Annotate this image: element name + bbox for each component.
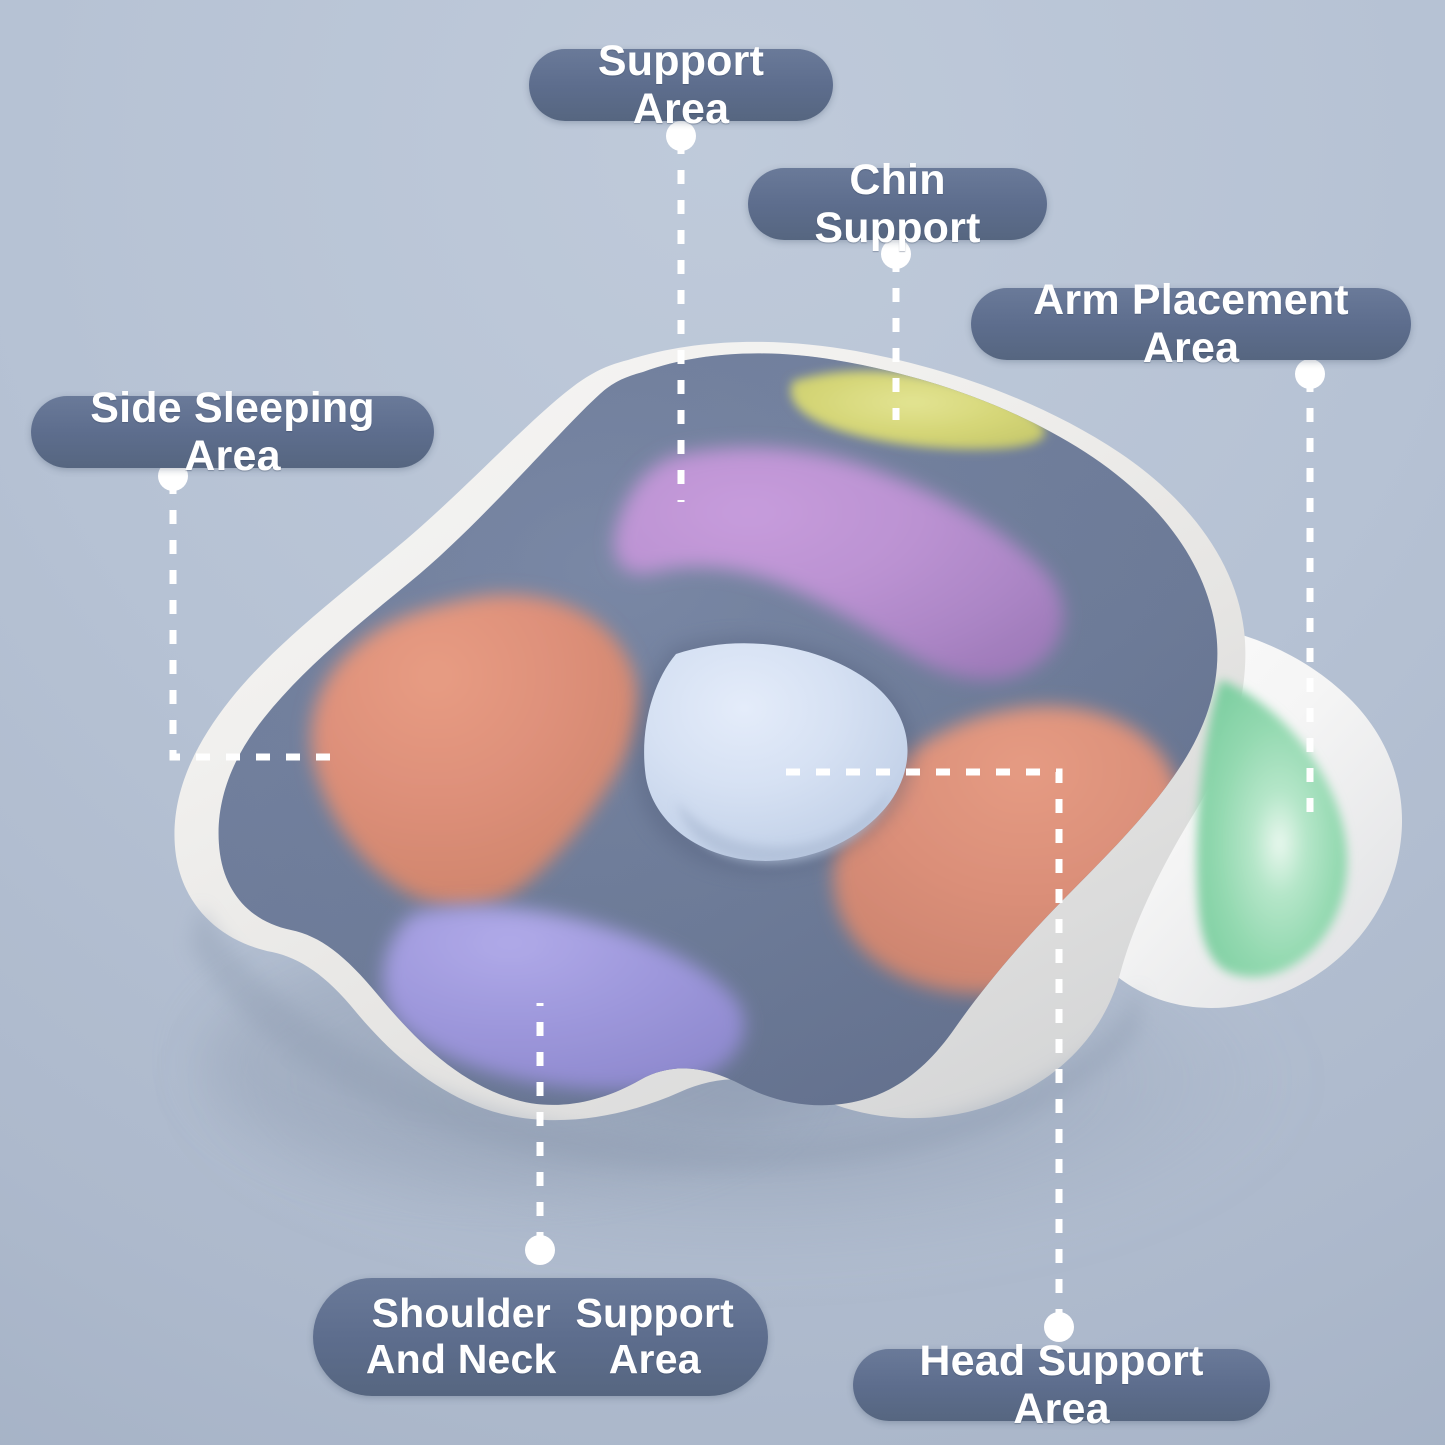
callout-label-line-2: Support Area [575, 1290, 734, 1382]
center-hollow-zone [633, 637, 915, 873]
dot-arm-placement-area [1295, 359, 1325, 389]
support-zones [310, 370, 1182, 1091]
green-wedge-zone [1196, 680, 1348, 977]
callout-label-chin-support[interactable]: Chin Support [748, 156, 1047, 252]
pillow-contact-shadow [190, 905, 1140, 1171]
dot-head-support-area [1044, 1312, 1074, 1342]
connector-dots [158, 121, 1325, 1342]
callout-label-head-support-area[interactable]: Head Support Area [853, 1337, 1270, 1433]
lavender-bar-zone [614, 447, 1064, 680]
dot-support-area [666, 121, 696, 151]
connector-head-support-area [772, 768, 1063, 1323]
callout-label-line-1: Shoulder And Neck [365, 1290, 557, 1382]
connector-side-sleeping-area [169, 480, 332, 761]
dot-shoulder-and-neck-support-area [525, 1235, 555, 1265]
callout-label-arm-placement-area[interactable]: Arm Placement Area [971, 276, 1411, 372]
coral-left-zone [310, 594, 638, 908]
callout-label-side-sleeping-area[interactable]: Side Sleeping Area [31, 384, 434, 480]
connector-lines [169, 140, 1314, 1323]
callout-label-support-area[interactable]: Support Area [529, 37, 833, 133]
periwinkle-bottom-zone [383, 905, 745, 1091]
dot-side-sleeping-area [158, 461, 188, 491]
olive-crescent-zone [790, 370, 1046, 450]
dot-chin-support [881, 239, 911, 269]
